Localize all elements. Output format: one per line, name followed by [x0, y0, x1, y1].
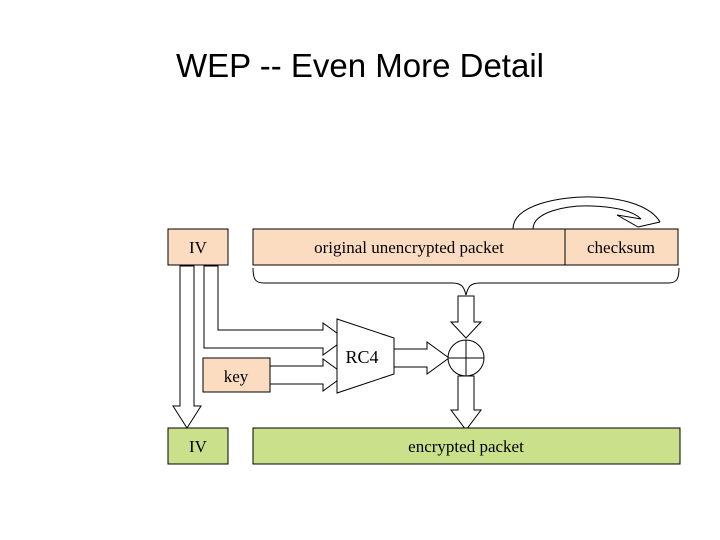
key-to-rc4-arrow: [269, 358, 346, 392]
iv-box-plaintext-label: IV: [189, 238, 208, 257]
iv-box-ciphertext: [167, 427, 229, 465]
original-packet-label: original unencrypted packet: [314, 238, 504, 257]
key-box-label: key: [224, 367, 249, 386]
original-packet-box: [252, 228, 566, 266]
key-box: [202, 357, 271, 393]
checksum-curved-arrow: [512, 196, 661, 230]
page-title: WEP -- Even More Detail: [176, 47, 544, 84]
checksum-label: checksum: [587, 238, 655, 257]
brace-to-xor-arrow: [449, 295, 483, 339]
encrypted-packet-box: [252, 427, 681, 465]
iv-box-ciphertext-label: IV: [189, 437, 208, 456]
xor-to-encrypted-arrow: [450, 375, 482, 431]
rc4-block: RC4: [336, 318, 395, 394]
iv-to-rc4-arrow: [203, 265, 346, 356]
xor-node: [447, 339, 485, 377]
rc4-to-xor-arrow: [393, 341, 450, 375]
iv-to-bottom-iv-arrow: [172, 265, 202, 429]
top-row-group: IV original unencrypted packet checksum: [167, 228, 679, 266]
packet-checksum-brace: [252, 267, 680, 296]
rc4-label: RC4: [345, 347, 378, 367]
iv-box-plaintext: [167, 228, 229, 266]
checksum-box: [564, 228, 679, 266]
key-group: key: [202, 357, 271, 393]
bottom-row-group: IV encrypted packet: [167, 427, 681, 465]
encrypted-packet-label: encrypted packet: [408, 437, 524, 456]
